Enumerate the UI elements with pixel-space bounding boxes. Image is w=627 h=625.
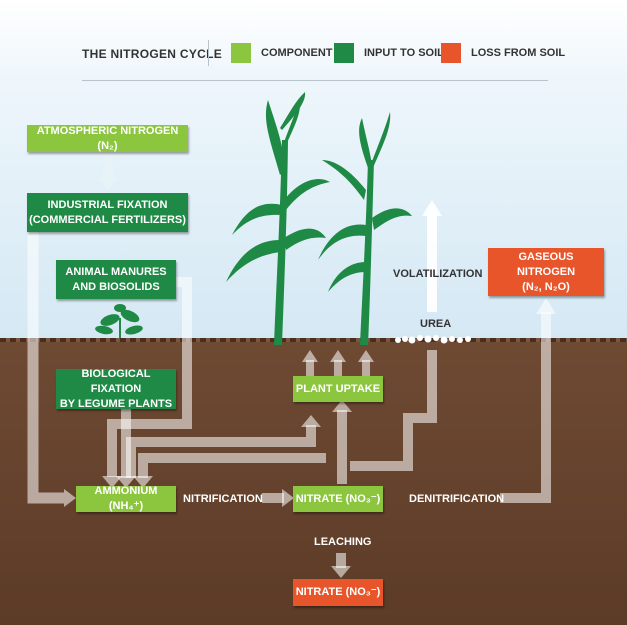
box-atmospheric-label: ATMOSPHERIC NITROGEN (N₂) — [36, 124, 179, 152]
box-biological-line2: BY LEGUME PLANTS — [59, 397, 173, 410]
box-nitrate-leached-label: NITRATE (NO₃⁻) — [295, 586, 381, 598]
urea-granules — [395, 335, 471, 344]
label-urea: UREA — [420, 318, 452, 330]
corn-plant-icon — [226, 92, 330, 345]
box-plant-uptake: PLANT UPTAKE — [293, 376, 383, 402]
box-gaseous-line2: (N₂, N₂O) — [522, 280, 570, 293]
box-animal-manures: ANIMAL MANURES AND BIOSOLIDS — [56, 260, 176, 299]
box-manures-line1: ANIMAL MANURES — [65, 265, 167, 278]
box-nitrate-label: NITRATE (NO₃⁻) — [295, 492, 381, 505]
legend-divider — [208, 40, 209, 66]
legume-plant-icon — [95, 304, 143, 338]
box-biological-fixation: BIOLOGICAL FIXATION BY LEGUME PLANTS — [56, 367, 176, 410]
label-volatilization: VOLATILIZATION — [393, 268, 483, 280]
legend-swatch-component — [231, 43, 251, 63]
box-gaseous-nitrogen: GASEOUS NITROGEN (N₂, N₂O) — [488, 248, 604, 296]
legend-label-loss: LOSS FROM SOIL — [471, 47, 566, 59]
box-industrial-line2: (COMMERCIAL FERTILIZERS) — [29, 213, 186, 226]
box-nitrate-leached: NITRATE (NO₃⁻) — [293, 579, 383, 606]
box-industrial-fixation: INDUSTRIAL FIXATION (COMMERCIAL FERTILIZ… — [27, 193, 188, 232]
label-leaching: LEACHING — [314, 536, 372, 548]
legend-swatch-loss — [441, 43, 461, 63]
box-ammonium: AMMONIUM (NH₄⁺) — [76, 485, 176, 512]
box-manures-line2: AND BIOSOLIDS — [72, 280, 160, 293]
box-gaseous-line1: GASEOUS NITROGEN — [516, 250, 576, 278]
legend-title: THE NITROGEN CYCLE — [82, 47, 223, 61]
box-biological-line1: BIOLOGICAL FIXATION — [81, 367, 151, 395]
soil-surface — [0, 338, 627, 342]
box-industrial-line1: INDUSTRIAL FIXATION — [47, 198, 168, 211]
label-nitrification: NITRIFICATION — [183, 493, 263, 505]
legend-rule — [82, 80, 548, 81]
legend-label-input: INPUT TO SOIL — [364, 47, 444, 59]
box-atmospheric-nitrogen: ATMOSPHERIC NITROGEN (N₂) — [27, 125, 188, 152]
legend-swatch-input — [334, 43, 354, 63]
legend-label-component: COMPONENT — [261, 47, 333, 59]
label-denitrification: DENITRIFICATION — [409, 493, 505, 505]
box-plant-uptake-label: PLANT UPTAKE — [295, 382, 381, 395]
box-ammonium-label: AMMONIUM (NH₄⁺) — [94, 485, 158, 512]
box-nitrate: NITRATE (NO₃⁻) — [293, 486, 383, 512]
